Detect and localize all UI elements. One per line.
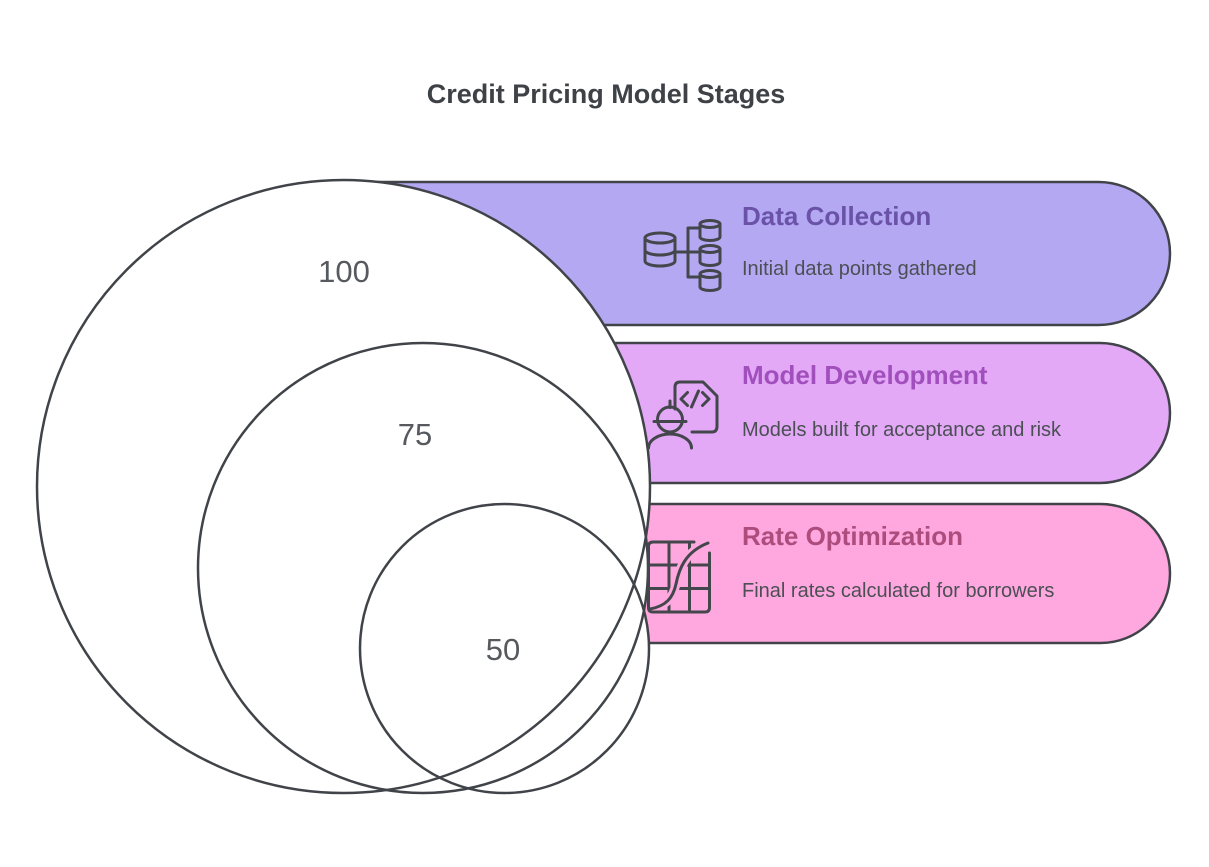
- circle-fills: [37, 180, 650, 793]
- circle-outline-100: [35, 178, 652, 795]
- diagram-title: Credit Pricing Model Stages: [427, 79, 786, 109]
- rate-curve-grid-icon: [645, 538, 713, 614]
- circle-fill-50: [360, 504, 649, 793]
- stage-title-model-development: Model Development: [742, 360, 988, 390]
- stage-description-model-development: Models built for acceptance and risk: [742, 419, 1062, 441]
- circle-value-75: 75: [398, 417, 432, 452]
- circle-value-100: 100: [318, 254, 370, 289]
- database-branch-icon: [643, 219, 722, 292]
- stage-title-rate-optimization: Rate Optimization: [742, 521, 963, 551]
- stage-description-rate-optimization: Final rates calculated for borrowers: [742, 580, 1054, 602]
- engineer-code-icon: [647, 380, 719, 450]
- stage-description-data-collection: Initial data points gathered: [742, 258, 977, 280]
- circle-value-50: 50: [486, 632, 520, 667]
- stage-bar-rate-optimization: [513, 502, 1172, 645]
- circle-outline-50: [358, 502, 651, 795]
- stage-title-data-collection: Data Collection: [742, 201, 931, 231]
